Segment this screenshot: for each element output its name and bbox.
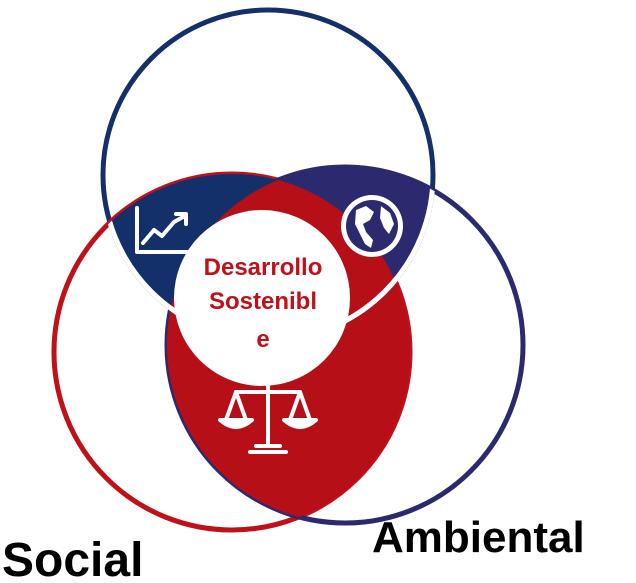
center-title-line-1: Desarrollo <box>204 254 323 281</box>
globe-icon <box>341 195 403 257</box>
social-label: Social <box>2 534 143 583</box>
center-area <box>174 210 350 386</box>
center-title-line-2: Sostenibl <box>209 288 317 315</box>
growth-chart-icon <box>135 206 192 254</box>
ambiental-label: Ambiental <box>372 513 585 562</box>
balance-scale-icon <box>218 372 318 454</box>
center-title-line-3: e <box>256 326 269 353</box>
